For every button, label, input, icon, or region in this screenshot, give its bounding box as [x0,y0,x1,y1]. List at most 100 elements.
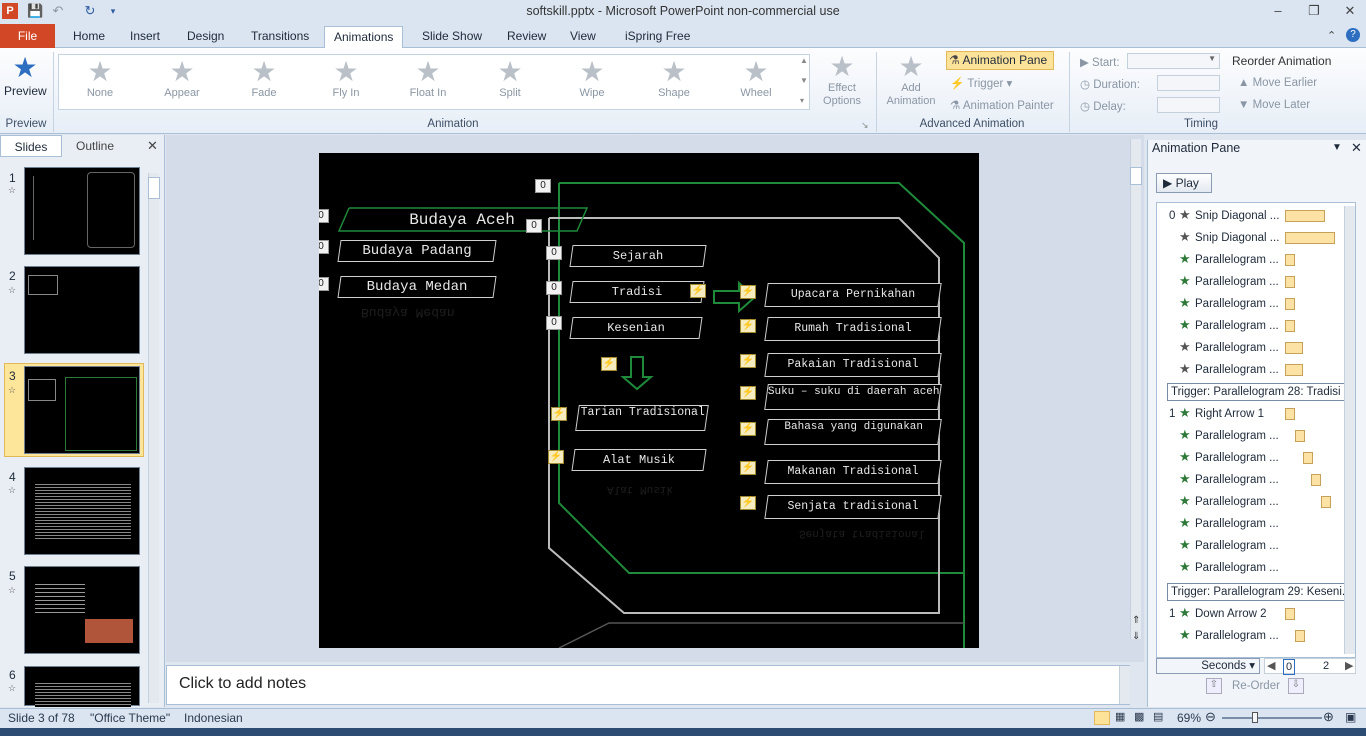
timing-bar[interactable] [1295,430,1305,442]
trigger-lightning-icon[interactable]: ⚡ [740,386,756,400]
customize-qat-icon[interactable]: ▾ [110,6,116,16]
senjata-tradisional[interactable]: Senjata tradisional [764,495,942,519]
move-later-button[interactable]: ▼ Move Later [1238,99,1311,111]
redo-icon[interactable]: ↻ [84,3,96,18]
animation-float-in[interactable]: ★Float In [387,57,469,113]
trigger-button[interactable]: ⚡ Trigger ▾ [950,78,1013,90]
zoom-out-icon[interactable]: ⊖ [1205,709,1216,724]
zoom-level[interactable]: 69% [1177,711,1202,725]
tab-home[interactable]: Home [73,29,106,43]
timing-bar[interactable] [1321,496,1331,508]
timing-bar[interactable] [1303,452,1313,464]
zoom-in-icon[interactable]: ⊕ [1323,709,1334,724]
animation-tag[interactable]: 0 [546,246,562,260]
budaya-padang[interactable]: Budaya Padang [337,240,497,262]
tab-view[interactable]: View [570,29,596,43]
scrollbar-thumb[interactable] [148,177,160,199]
trigger-header[interactable]: Trigger: Parallelogram 28: Tradisi [1167,383,1355,401]
next-slide-icon[interactable]: ⇓ [1132,631,1141,642]
move-earlier-button[interactable]: ▲ Move Earlier [1238,77,1318,89]
canvas-scroll-thumb[interactable] [1130,167,1142,185]
tab-slide-show[interactable]: Slide Show [422,29,483,43]
minimize-button[interactable]: – [1274,3,1282,18]
slide-thumbnail-4[interactable] [24,467,140,555]
suku-suku[interactable]: Suku – suku di daerah aceh [764,384,942,410]
animation-list-scrollbar[interactable] [1344,206,1355,654]
effect-options-button[interactable]: ★ Effect Options [812,52,872,108]
tarian-tradisional[interactable]: Tarian Tradisional [575,405,709,431]
restore-button[interactable]: ❐ [1308,3,1320,18]
help-icon[interactable]: ? [1346,28,1360,42]
animation-painter-button[interactable]: ⚗ Animation Painter [950,98,1054,112]
pane-options-icon[interactable]: ▼ [1332,142,1342,153]
tab-insert[interactable]: Insert [130,29,161,43]
save-icon[interactable]: 💾 [27,3,44,18]
preview-button[interactable]: ★ Preview [4,52,47,104]
animation-list-item[interactable]: ★Parallelogram ... [1169,491,1347,511]
timing-bar[interactable] [1285,364,1303,376]
trigger-lightning-icon[interactable]: ⚡ [690,284,706,298]
timeline-scale[interactable]: ◀ 0 2 ▶ [1264,658,1356,675]
timing-bar[interactable] [1295,630,1305,642]
reorder-down-icon[interactable]: ⇩ [1288,678,1304,694]
trigger-lightning-icon[interactable]: ⚡ [740,354,756,368]
trigger-lightning-icon[interactable]: ⚡ [740,285,756,299]
pane-close-icon[interactable]: ✕ [1351,140,1362,155]
reading-view-icon[interactable]: ▩ [1134,711,1145,723]
animation-list-item[interactable]: ★Parallelogram ... [1169,447,1347,467]
timing-bar[interactable] [1285,276,1295,288]
slide-thumbnail-1[interactable] [24,167,140,255]
animation-tag[interactable]: 0 [319,240,329,254]
gallery-scroll-down-icon[interactable]: ▼ [800,76,808,85]
notes-pane[interactable]: Click to add notes [166,665,1130,705]
close-pane-icon[interactable]: ✕ [147,138,158,153]
timeline-right-icon[interactable]: ▶ [1345,660,1354,672]
animation-list-item[interactable]: ★Parallelogram ... [1169,557,1347,577]
animation-list-item[interactable]: ★Parallelogram ... [1169,293,1347,313]
gallery-more-icon[interactable]: ▾ [800,96,805,105]
kesenian[interactable]: Kesenian [569,317,703,339]
animation-list-item[interactable]: ★Parallelogram ... [1169,469,1347,489]
tab-animations[interactable]: Animations [324,26,404,49]
budaya-medan[interactable]: Budaya Medan [337,276,497,298]
tab-slides[interactable]: Slides [0,135,62,157]
timing-bar[interactable] [1285,232,1335,244]
animation-list-item[interactable]: ★Snip Diagonal ... [1169,227,1347,247]
dialog-launcher-icon[interactable]: ↘ [861,120,869,130]
animation-tag[interactable]: 0 [546,316,562,330]
slide-thumbnail-6[interactable] [24,666,140,707]
animation-shape[interactable]: ★Shape [633,57,715,113]
zoom-slider-thumb[interactable] [1252,712,1258,723]
tab-ispring[interactable]: iSpring Free [625,29,691,43]
animation-fly-in[interactable]: ★Fly In [305,57,387,113]
timing-bar[interactable] [1285,254,1295,266]
animation-list-item[interactable]: 0★Snip Diagonal ... [1169,205,1347,225]
gallery-scroll-up-icon[interactable]: ▲ [800,56,808,65]
slideshow-view-icon[interactable]: ▤ [1153,711,1164,723]
upacara-pernikahan[interactable]: Upacara Pernikahan [764,283,942,307]
timing-bar[interactable] [1285,320,1295,332]
reorder-up-icon[interactable]: ⇧ [1206,678,1222,694]
trigger-lightning-icon[interactable]: ⚡ [548,450,564,464]
animation-tag[interactable]: 0 [535,179,551,193]
trigger-lightning-icon[interactable]: ⚡ [740,319,756,333]
duration-spinner[interactable] [1157,75,1220,91]
animation-list-item[interactable]: ★Parallelogram ... [1169,513,1347,533]
fit-to-window-icon[interactable]: ▣ [1345,710,1357,724]
normal-view-icon[interactable] [1094,711,1110,725]
trigger-lightning-icon[interactable]: ⚡ [740,422,756,436]
tradisi[interactable]: Tradisi [569,281,705,303]
canvas-scrollbar[interactable] [1130,139,1141,639]
animation-appear[interactable]: ★Appear [141,57,223,113]
slide-thumbnail-2[interactable] [24,266,140,354]
prev-slide-icon[interactable]: ⇑ [1132,615,1141,626]
sejarah[interactable]: Sejarah [569,245,707,267]
notes-scrollbar[interactable] [1119,666,1130,704]
animation-none[interactable]: ★None [59,57,141,113]
slide-sorter-icon[interactable]: ▦ [1115,711,1126,723]
alat-musik[interactable]: Alat Musik [571,449,707,471]
start-select[interactable]: ▼ [1127,53,1220,69]
animation-list-item[interactable]: 1★Down Arrow 2 [1169,603,1347,623]
trigger-lightning-icon[interactable]: ⚡ [601,357,617,371]
timing-bar[interactable] [1285,298,1295,310]
